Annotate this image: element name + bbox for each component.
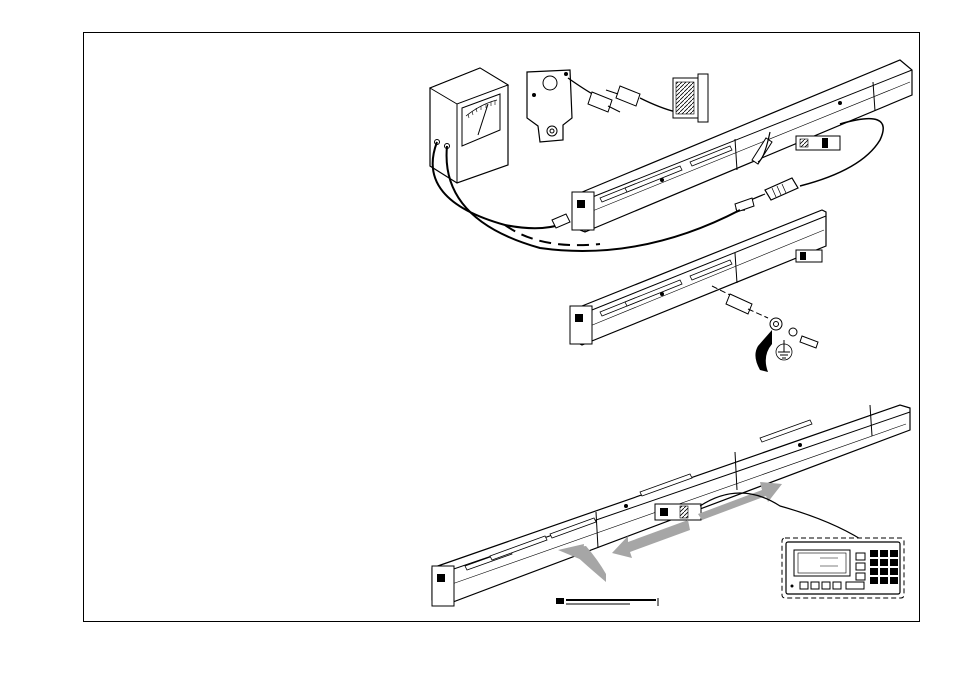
cable-connector [734,177,799,213]
scale-unit-middle [569,209,827,346]
display-unit-icon [781,537,905,599]
motion-arrow-icon [558,482,782,582]
scale-unit-bottom [431,404,911,607]
ohmmeter-icon [428,67,510,184]
connector-icon [526,69,709,143]
scale-unit-top [571,59,913,233]
ground-symbol-icon [711,285,819,372]
scale-marking [556,598,659,606]
